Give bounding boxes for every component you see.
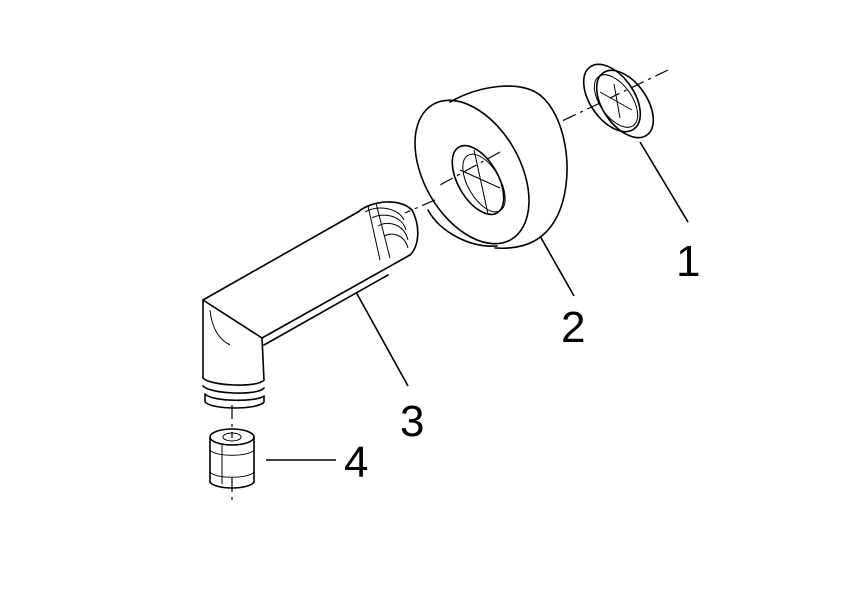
callout-2: 2 [561,303,585,352]
center-axis-line [231,69,669,505]
part-4-connector [209,428,255,489]
callout-4: 4 [344,438,368,487]
leader-line-3 [355,291,409,387]
leader-line-2 [539,235,575,297]
part-3-shower-arm [202,201,419,409]
part-2-flange [414,85,568,250]
callout-1: 1 [676,237,700,286]
part-1-cap [582,63,655,139]
leader-line-1 [639,141,689,223]
callout-3: 3 [400,397,424,446]
